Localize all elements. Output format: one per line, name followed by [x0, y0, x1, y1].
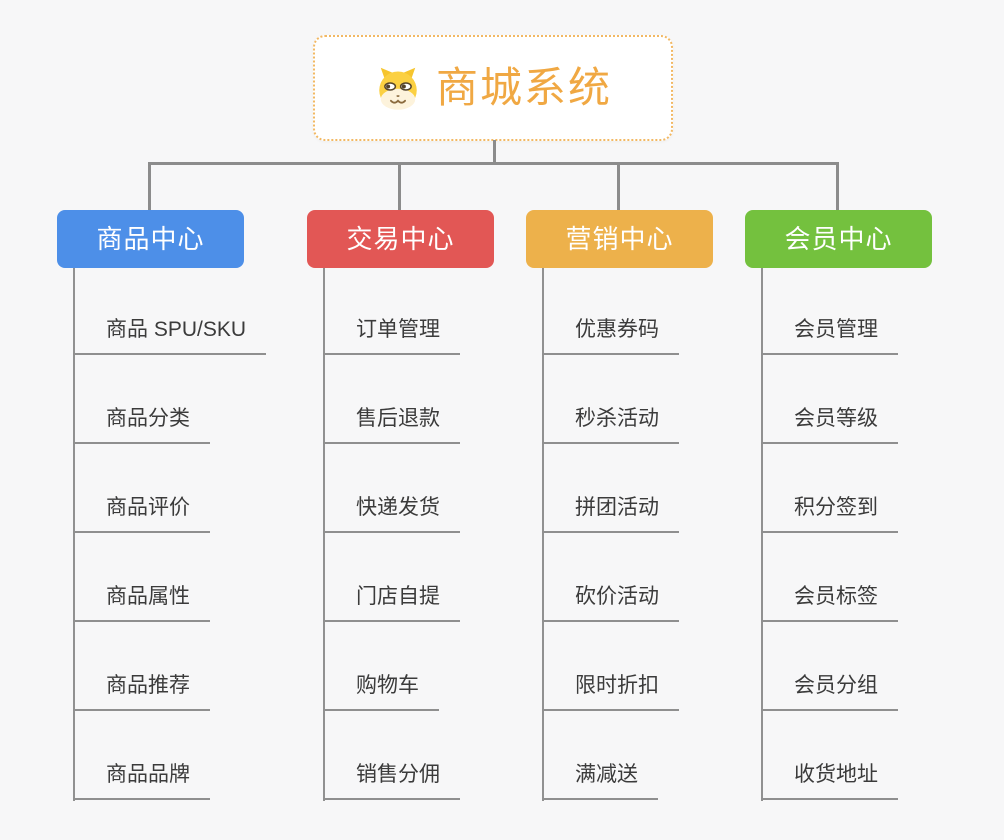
branch-box-member-center[interactable]: 会员中心	[745, 210, 932, 268]
trunk-trade-center	[323, 268, 325, 801]
topic-item[interactable]: 订单管理	[323, 316, 460, 355]
branch-box-trade-center[interactable]: 交易中心	[307, 210, 494, 268]
topic-item[interactable]: 秒杀活动	[542, 405, 679, 444]
topic-item[interactable]: 拼团活动	[542, 494, 679, 533]
topic-item[interactable]: 快递发货	[323, 494, 460, 533]
trunk-product-center	[73, 268, 75, 801]
topic-item[interactable]: 购物车	[323, 672, 439, 711]
topic-item[interactable]: 商品品牌	[73, 761, 210, 800]
topic-item[interactable]: 门店自提	[323, 583, 460, 622]
branch-box-marketing-center[interactable]: 营销中心	[526, 210, 713, 268]
topic-item[interactable]: 商品 SPU/SKU	[73, 316, 267, 355]
topic-item[interactable]: 限时折扣	[542, 672, 679, 711]
root-title: 商城系统	[435, 64, 612, 111]
branch-label: 营销中心	[565, 224, 674, 254]
branch-label: 商品中心	[96, 224, 205, 254]
root-node[interactable]: 商城系统	[313, 35, 673, 141]
topic-item[interactable]: 优惠券码	[542, 316, 679, 355]
branch-label: 交易中心	[346, 224, 455, 254]
topic-item[interactable]: 砍价活动	[542, 583, 679, 622]
branch-box-product-center[interactable]: 商品中心	[57, 210, 244, 268]
connector-drop-member	[836, 162, 839, 210]
topic-item[interactable]: 收货地址	[761, 761, 898, 800]
shiba-dog-icon	[374, 64, 422, 112]
topic-item[interactable]: 会员管理	[761, 316, 898, 355]
topic-item[interactable]: 会员标签	[761, 583, 898, 622]
topic-item[interactable]: 商品属性	[73, 583, 210, 622]
connector-horizontal-rail	[148, 162, 839, 165]
topic-item[interactable]: 售后退款	[323, 405, 460, 444]
topic-item[interactable]: 商品分类	[73, 405, 210, 444]
trunk-marketing-center	[542, 268, 544, 801]
topic-item[interactable]: 积分签到	[761, 494, 898, 533]
connector-root-stub	[493, 140, 496, 165]
branch-label: 会员中心	[784, 224, 893, 254]
connector-drop-product	[148, 162, 151, 210]
trunk-member-center	[761, 268, 763, 801]
topic-item[interactable]: 商品推荐	[73, 672, 210, 711]
connector-drop-trade	[398, 162, 401, 210]
topic-item[interactable]: 满减送	[542, 761, 658, 800]
topic-item[interactable]: 商品评价	[73, 494, 210, 533]
connector-drop-marketing	[617, 162, 620, 210]
topic-item[interactable]: 销售分佣	[323, 761, 460, 800]
topic-item[interactable]: 会员等级	[761, 405, 898, 444]
topic-item[interactable]: 会员分组	[761, 672, 898, 711]
